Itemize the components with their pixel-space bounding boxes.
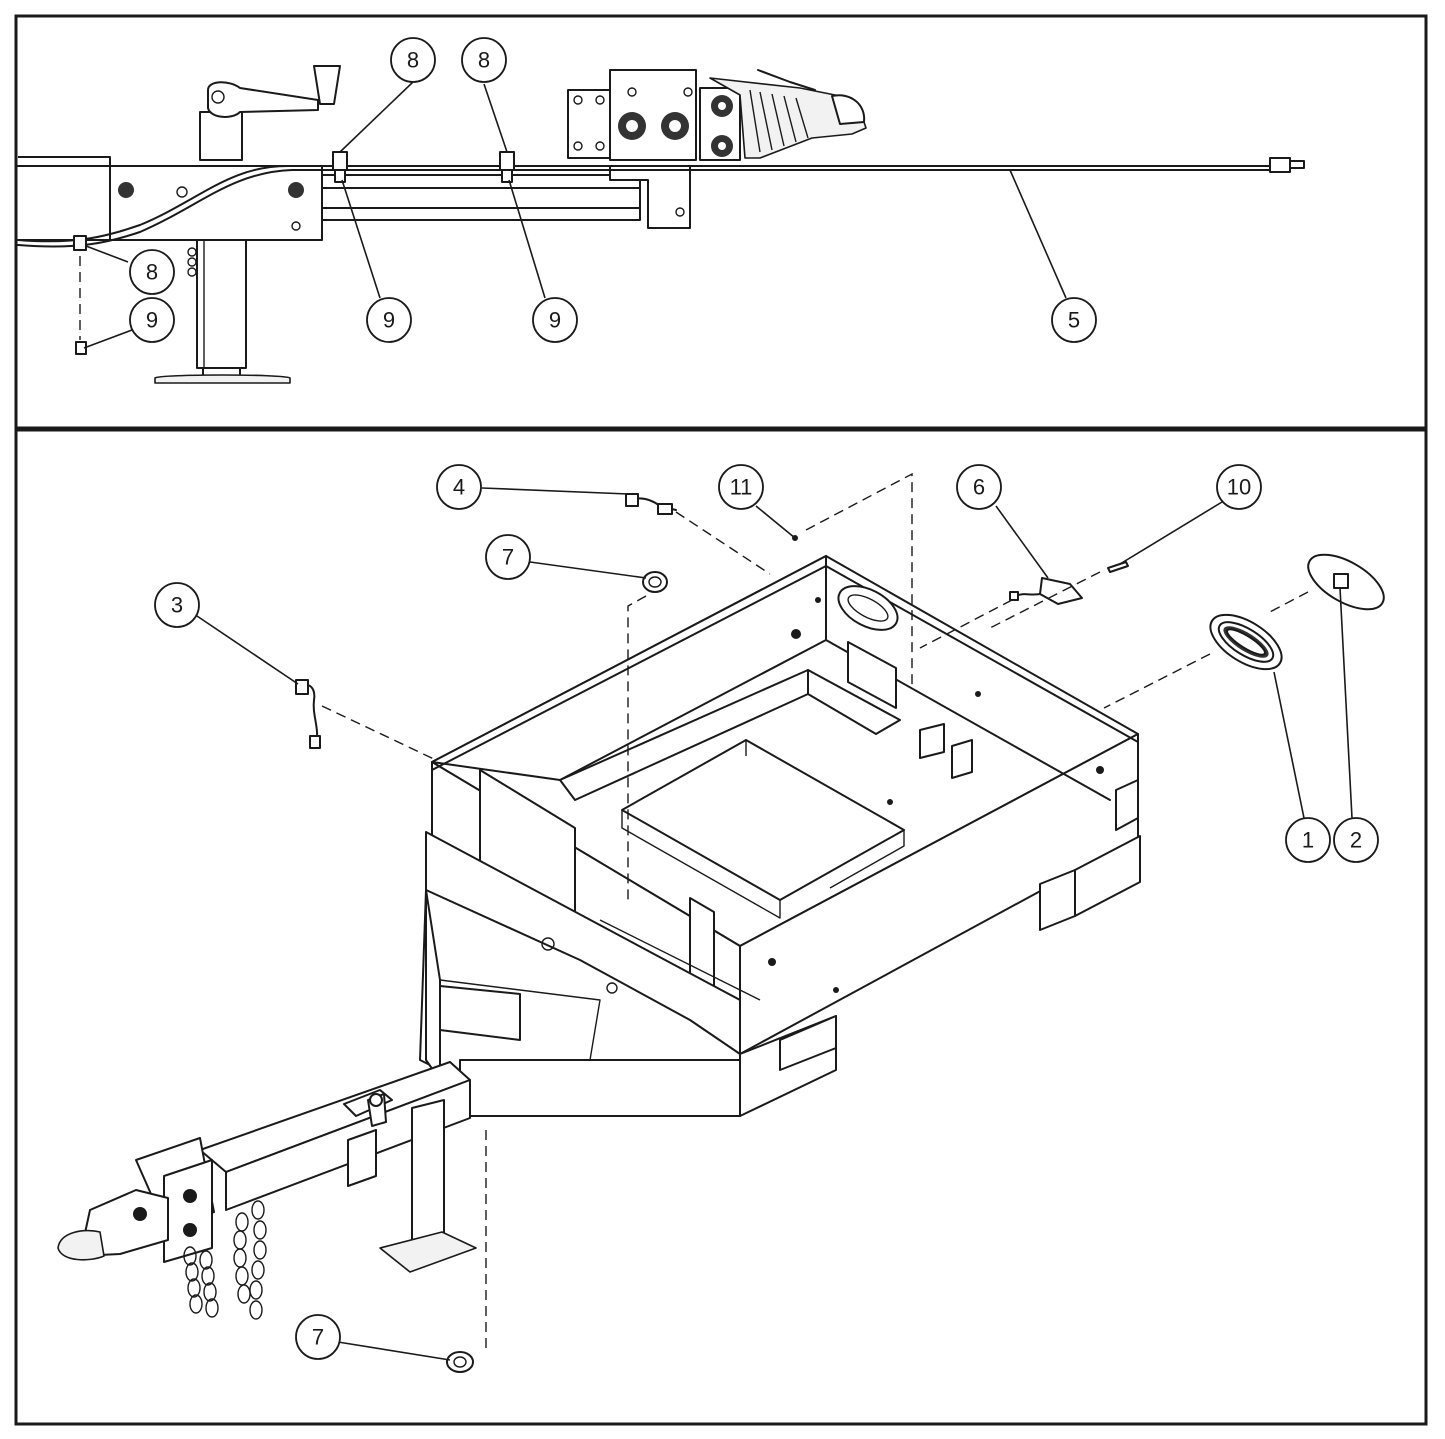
part-1-grommet <box>1209 613 1283 671</box>
callout-label: 1 <box>1302 828 1314 853</box>
callout-2: 2 <box>1333 817 1379 863</box>
callout-label: 4 <box>453 475 465 500</box>
callout-8-top-right: 8 <box>461 37 507 83</box>
tongue-side-view <box>17 65 1305 384</box>
top-panel <box>14 14 1428 430</box>
callout-4: 4 <box>436 464 482 510</box>
callout-label: 7 <box>502 545 514 570</box>
callout-label: 9 <box>383 308 395 333</box>
part-7-grommet-lower <box>446 1351 474 1373</box>
callout-label: 10 <box>1227 475 1251 500</box>
part-10-screw <box>1107 561 1129 573</box>
callout-label: 8 <box>407 48 419 73</box>
callout-label: 8 <box>146 260 158 285</box>
callout-11: 11 <box>718 464 764 510</box>
callout-label: 6 <box>973 475 985 500</box>
part-6-clearance-light <box>1009 577 1083 605</box>
callout-7-lower: 7 <box>295 1314 341 1360</box>
callout-1: 1 <box>1285 817 1331 863</box>
callout-5: 5 <box>1051 297 1097 343</box>
part-3-side-marker-harness <box>295 679 321 749</box>
callout-8-left: 8 <box>129 249 175 295</box>
callout-7-upper: 7 <box>485 534 531 580</box>
safety-chain-right <box>233 1200 267 1320</box>
callout-label: 3 <box>171 593 183 618</box>
safety-chain-left <box>183 1246 219 1318</box>
callout-label: 9 <box>146 308 158 333</box>
callout-3: 3 <box>154 582 200 628</box>
callout-6: 6 <box>956 464 1002 510</box>
callout-8-top-left: 8 <box>390 37 436 83</box>
part-4-harness-connector <box>625 493 677 515</box>
callout-label: 7 <box>312 1325 324 1350</box>
callout-label: 11 <box>730 475 753 500</box>
callout-label: 9 <box>549 308 561 333</box>
bottom-panel <box>14 428 1428 1426</box>
callout-9-right: 9 <box>532 297 578 343</box>
part-7-grommet-upper <box>642 571 668 593</box>
callout-9-left: 9 <box>129 297 175 343</box>
callout-10: 10 <box>1216 464 1262 510</box>
assembly-lines <box>321 472 1309 1350</box>
callout-label: 5 <box>1068 308 1080 333</box>
callout-label: 2 <box>1350 828 1362 853</box>
leader-lines <box>83 81 1353 1361</box>
trailer-isometric-view <box>57 555 1141 1320</box>
callout-9-mid: 9 <box>366 297 412 343</box>
part-2-tail-light <box>1307 553 1385 611</box>
callout-label: 8 <box>478 48 490 73</box>
